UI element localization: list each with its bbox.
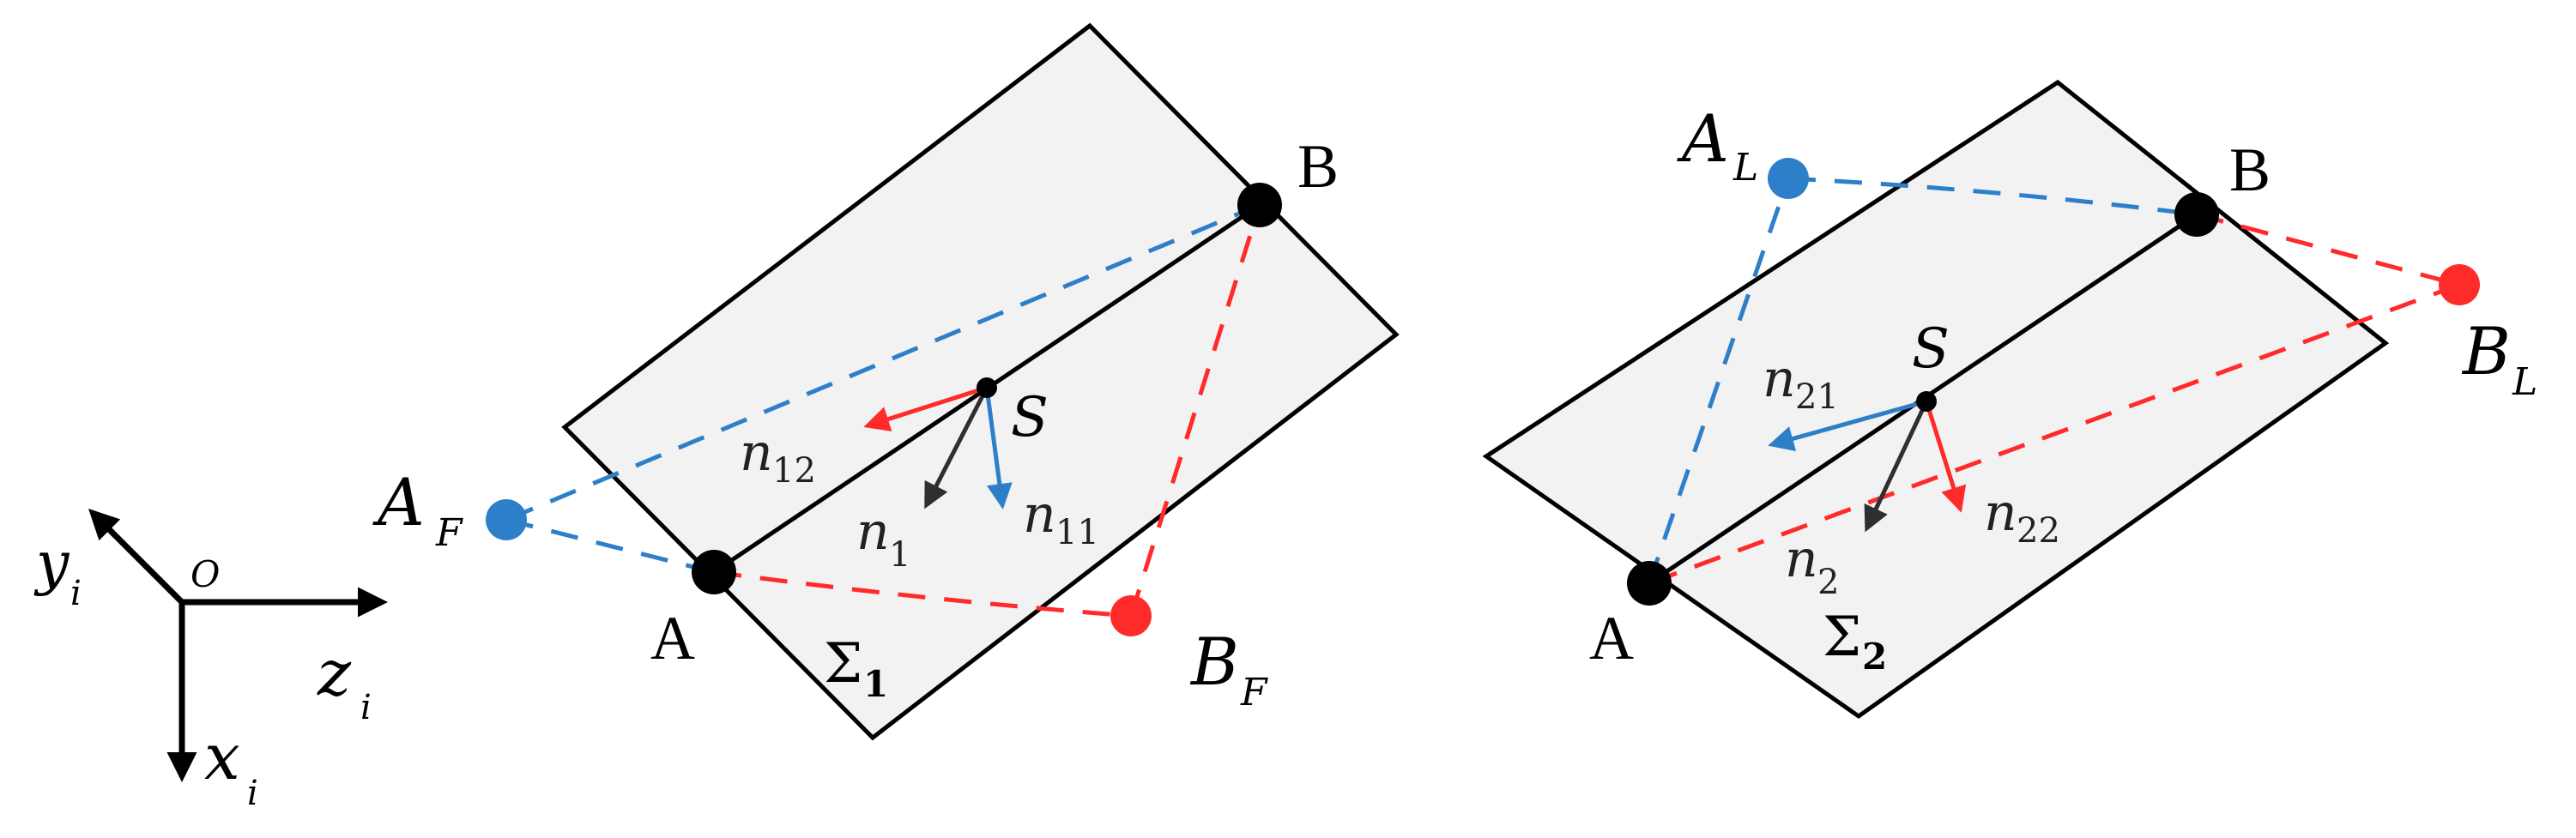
red-dashed-A-BF: [713, 570, 1132, 618]
point-A-right: [1627, 561, 1672, 606]
label-sigma-2-sub: 2: [1862, 636, 1887, 678]
normal-n21-arrow: [1768, 399, 1927, 451]
x-axis-label: x: [204, 720, 240, 794]
label-n1: n: [856, 502, 890, 562]
label-B: B: [1297, 132, 1339, 201]
label-n12: n: [740, 423, 773, 483]
label-n12-sub: 12: [772, 451, 816, 491]
y-axis-label: y: [33, 530, 70, 598]
origin-label: O: [190, 553, 220, 595]
point-AL: [1768, 158, 1809, 199]
label-S: S: [1011, 386, 1049, 449]
point-B: [1237, 183, 1282, 227]
label-BF: B: [1189, 624, 1239, 700]
label-A: A: [650, 604, 695, 672]
label-BF-sub: F: [1240, 671, 1268, 714]
point-AF: [486, 499, 527, 540]
normal-n22-arrow: [1924, 401, 1967, 513]
label-AF: A: [372, 464, 425, 540]
label-n2: n: [1785, 529, 1818, 589]
normal-n12-arrow: [863, 385, 988, 432]
normal-n2-arrow: [1864, 400, 1929, 533]
y-axis-sub: i: [70, 574, 82, 613]
normal-n11-arrow: [984, 387, 1013, 509]
label-AL-sub: L: [1732, 146, 1758, 190]
label-sigma-1-sub: 1: [863, 663, 888, 705]
label-A-right: A: [1589, 604, 1634, 672]
label-BL-sub: L: [2512, 360, 2537, 404]
y-axis-arrow: [88, 509, 184, 605]
label-n11: n: [1023, 485, 1056, 545]
label-n1-sub: 1: [889, 535, 910, 575]
label-n21: n: [1763, 349, 1796, 409]
label-BL: B: [2461, 313, 2511, 389]
label-n2-sub: 2: [1817, 563, 1839, 602]
normal-n1-arrow: [924, 386, 989, 509]
label-n22-sub: 22: [2017, 511, 2060, 551]
point-B-right: [2174, 192, 2219, 237]
x-axis-sub: i: [247, 774, 258, 813]
label-AF-sub: F: [435, 511, 463, 555]
blue-dashed-AL-B: [1787, 176, 2198, 217]
red-dashed-BF-B: [1128, 204, 1262, 617]
label-S-right: S: [1912, 317, 1950, 381]
label-sigma-2: Σ: [1823, 606, 1861, 669]
red-dashed-BL-A: [1648, 282, 2460, 586]
label-n22: n: [1984, 483, 2017, 543]
coordinate-axes: O y i z i x i: [33, 509, 388, 813]
label-AL: A: [1677, 100, 1729, 177]
blue-dashed-AF-A: [505, 517, 715, 575]
z-axis-label: z: [317, 636, 352, 710]
label-B-right: B: [2229, 136, 2271, 204]
left-diagram: A B S A F B F n 12 n 1 n 11 Σ 1: [372, 22, 1400, 741]
point-A: [692, 550, 736, 594]
label-n11-sub: 11: [1055, 513, 1099, 552]
label-sigma-1: Σ: [824, 632, 862, 696]
label-n21-sub: 21: [1795, 377, 1839, 417]
blue-dashed-A-AL: [1647, 178, 1791, 584]
point-BL: [2439, 264, 2480, 305]
z-axis-sub: i: [360, 688, 372, 727]
point-S: [977, 377, 997, 398]
right-diagram: A B S A L B L n 21 n 2 n 22 Σ 2: [1482, 79, 2537, 720]
point-S-right: [1916, 391, 1937, 412]
point-BF: [1110, 595, 1152, 636]
